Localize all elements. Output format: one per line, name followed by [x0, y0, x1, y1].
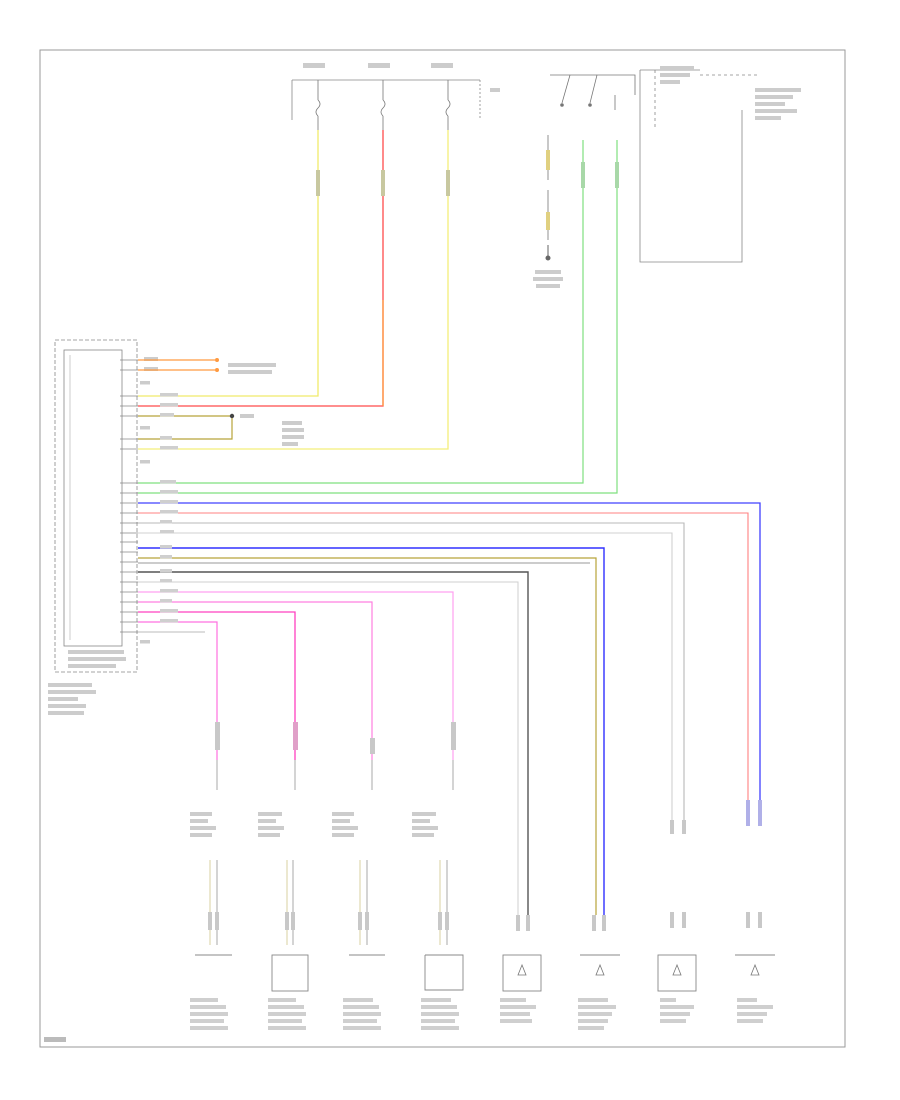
component-symbols [195, 954, 775, 992]
inline-connectors-top [316, 150, 619, 230]
control-module [54, 339, 138, 673]
footer-code-mark [44, 1037, 66, 1042]
fuse-box [291, 79, 481, 120]
component-labels [190, 998, 773, 1030]
wire-blue-luggage [138, 547, 605, 915]
wire-gray-1 [138, 522, 685, 820]
fuse-labels [303, 63, 500, 92]
fuse-3 [445, 80, 451, 130]
wire-code-labels [160, 393, 178, 623]
orange-wire-pair [138, 358, 219, 372]
wire-fuse3-yellow [138, 130, 449, 450]
wire-pink-2 [138, 611, 296, 760]
control-module-labels [48, 650, 126, 715]
wire-pink-3 [138, 601, 373, 760]
sensor-labels [190, 812, 438, 837]
wire-green-2 [138, 140, 618, 494]
wire-salmon [138, 512, 749, 800]
switch-ground-icon [545, 245, 551, 261]
module-pins [120, 359, 138, 633]
wire-gray-2 [138, 532, 673, 820]
wire-blue-right [138, 502, 761, 800]
radio-connection-label [228, 363, 276, 374]
sensor-connectors [208, 722, 762, 931]
pin-number-labels [140, 357, 158, 644]
splice-dot [229, 413, 235, 419]
right-module-box [639, 69, 760, 263]
antenna-icons [517, 963, 760, 976]
fuse-1 [315, 80, 321, 130]
wire-fuse1-yellow [138, 130, 319, 397]
wire-green-1 [138, 140, 584, 484]
wire-olive-luggage [138, 557, 597, 915]
right-module-labels [660, 66, 801, 120]
ground-splice-label [240, 414, 304, 446]
wire-gray-3 [138, 581, 519, 915]
fuse-2 [380, 80, 386, 130]
ignition-switch [547, 74, 636, 240]
olive-wire [138, 415, 233, 440]
diagram-frame [39, 49, 846, 1048]
sensor-drops [209, 760, 454, 945]
wire-pink-4 [138, 591, 454, 760]
wire-dark [138, 571, 529, 915]
switch-ground-label [533, 270, 563, 288]
